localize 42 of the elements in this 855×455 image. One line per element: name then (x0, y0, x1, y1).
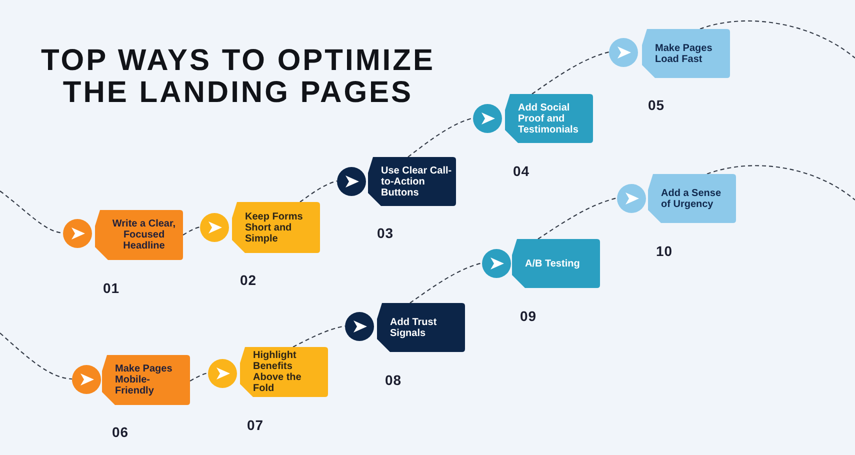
connector-line (700, 20, 855, 58)
step-number: 08 (385, 373, 402, 387)
step-number: 09 (520, 309, 537, 323)
step-number: 04 (513, 164, 530, 178)
step-number: 06 (112, 425, 129, 439)
connector-line (706, 165, 855, 200)
connector-line (0, 332, 72, 380)
step-text: Add a Sense of Urgency (661, 188, 722, 210)
connector-line (300, 180, 338, 202)
step-tag (72, 355, 190, 405)
step-text: Make Pages Mobile-Friendly (115, 364, 174, 396)
step-number: 07 (247, 418, 264, 432)
step-tag (208, 347, 328, 397)
step-tag (609, 29, 730, 78)
step-text: Add Social Proof and Testimonials (518, 102, 580, 135)
step-number: 02 (240, 273, 257, 287)
step-number: 10 (656, 244, 673, 258)
step-tag (200, 202, 320, 253)
connector-line (410, 262, 482, 304)
step-text: Make Pages Load Fast (655, 42, 714, 64)
step-tag (345, 303, 465, 352)
step-text: Highlight Benefits Above the Fold (253, 350, 302, 394)
step-tag (482, 239, 600, 288)
connector-line (408, 117, 474, 158)
step-number: 01 (103, 281, 120, 295)
step-tag (473, 94, 593, 143)
step-text: Keep Forms Short and Simple (245, 211, 304, 244)
step-text: A/B Testing (525, 258, 581, 269)
connector-line (190, 372, 208, 382)
step-number: 05 (648, 98, 665, 112)
connector-line (0, 190, 64, 234)
connector-line (182, 226, 200, 236)
step-text: Write a Clear, Focused Headline (111, 218, 177, 252)
connector-line (532, 51, 610, 94)
step-tag (617, 174, 736, 223)
step-text: Add Trust Signals (390, 316, 438, 338)
title: TOP WAYS TO OPTIMIZE THE LANDING PAGES (40, 45, 436, 109)
step-tag (63, 210, 183, 260)
step-text: Use Clear Call-to-Action Buttons (381, 165, 453, 198)
connector-line (538, 197, 618, 240)
step-number: 03 (377, 226, 394, 240)
step-tag (337, 157, 456, 206)
